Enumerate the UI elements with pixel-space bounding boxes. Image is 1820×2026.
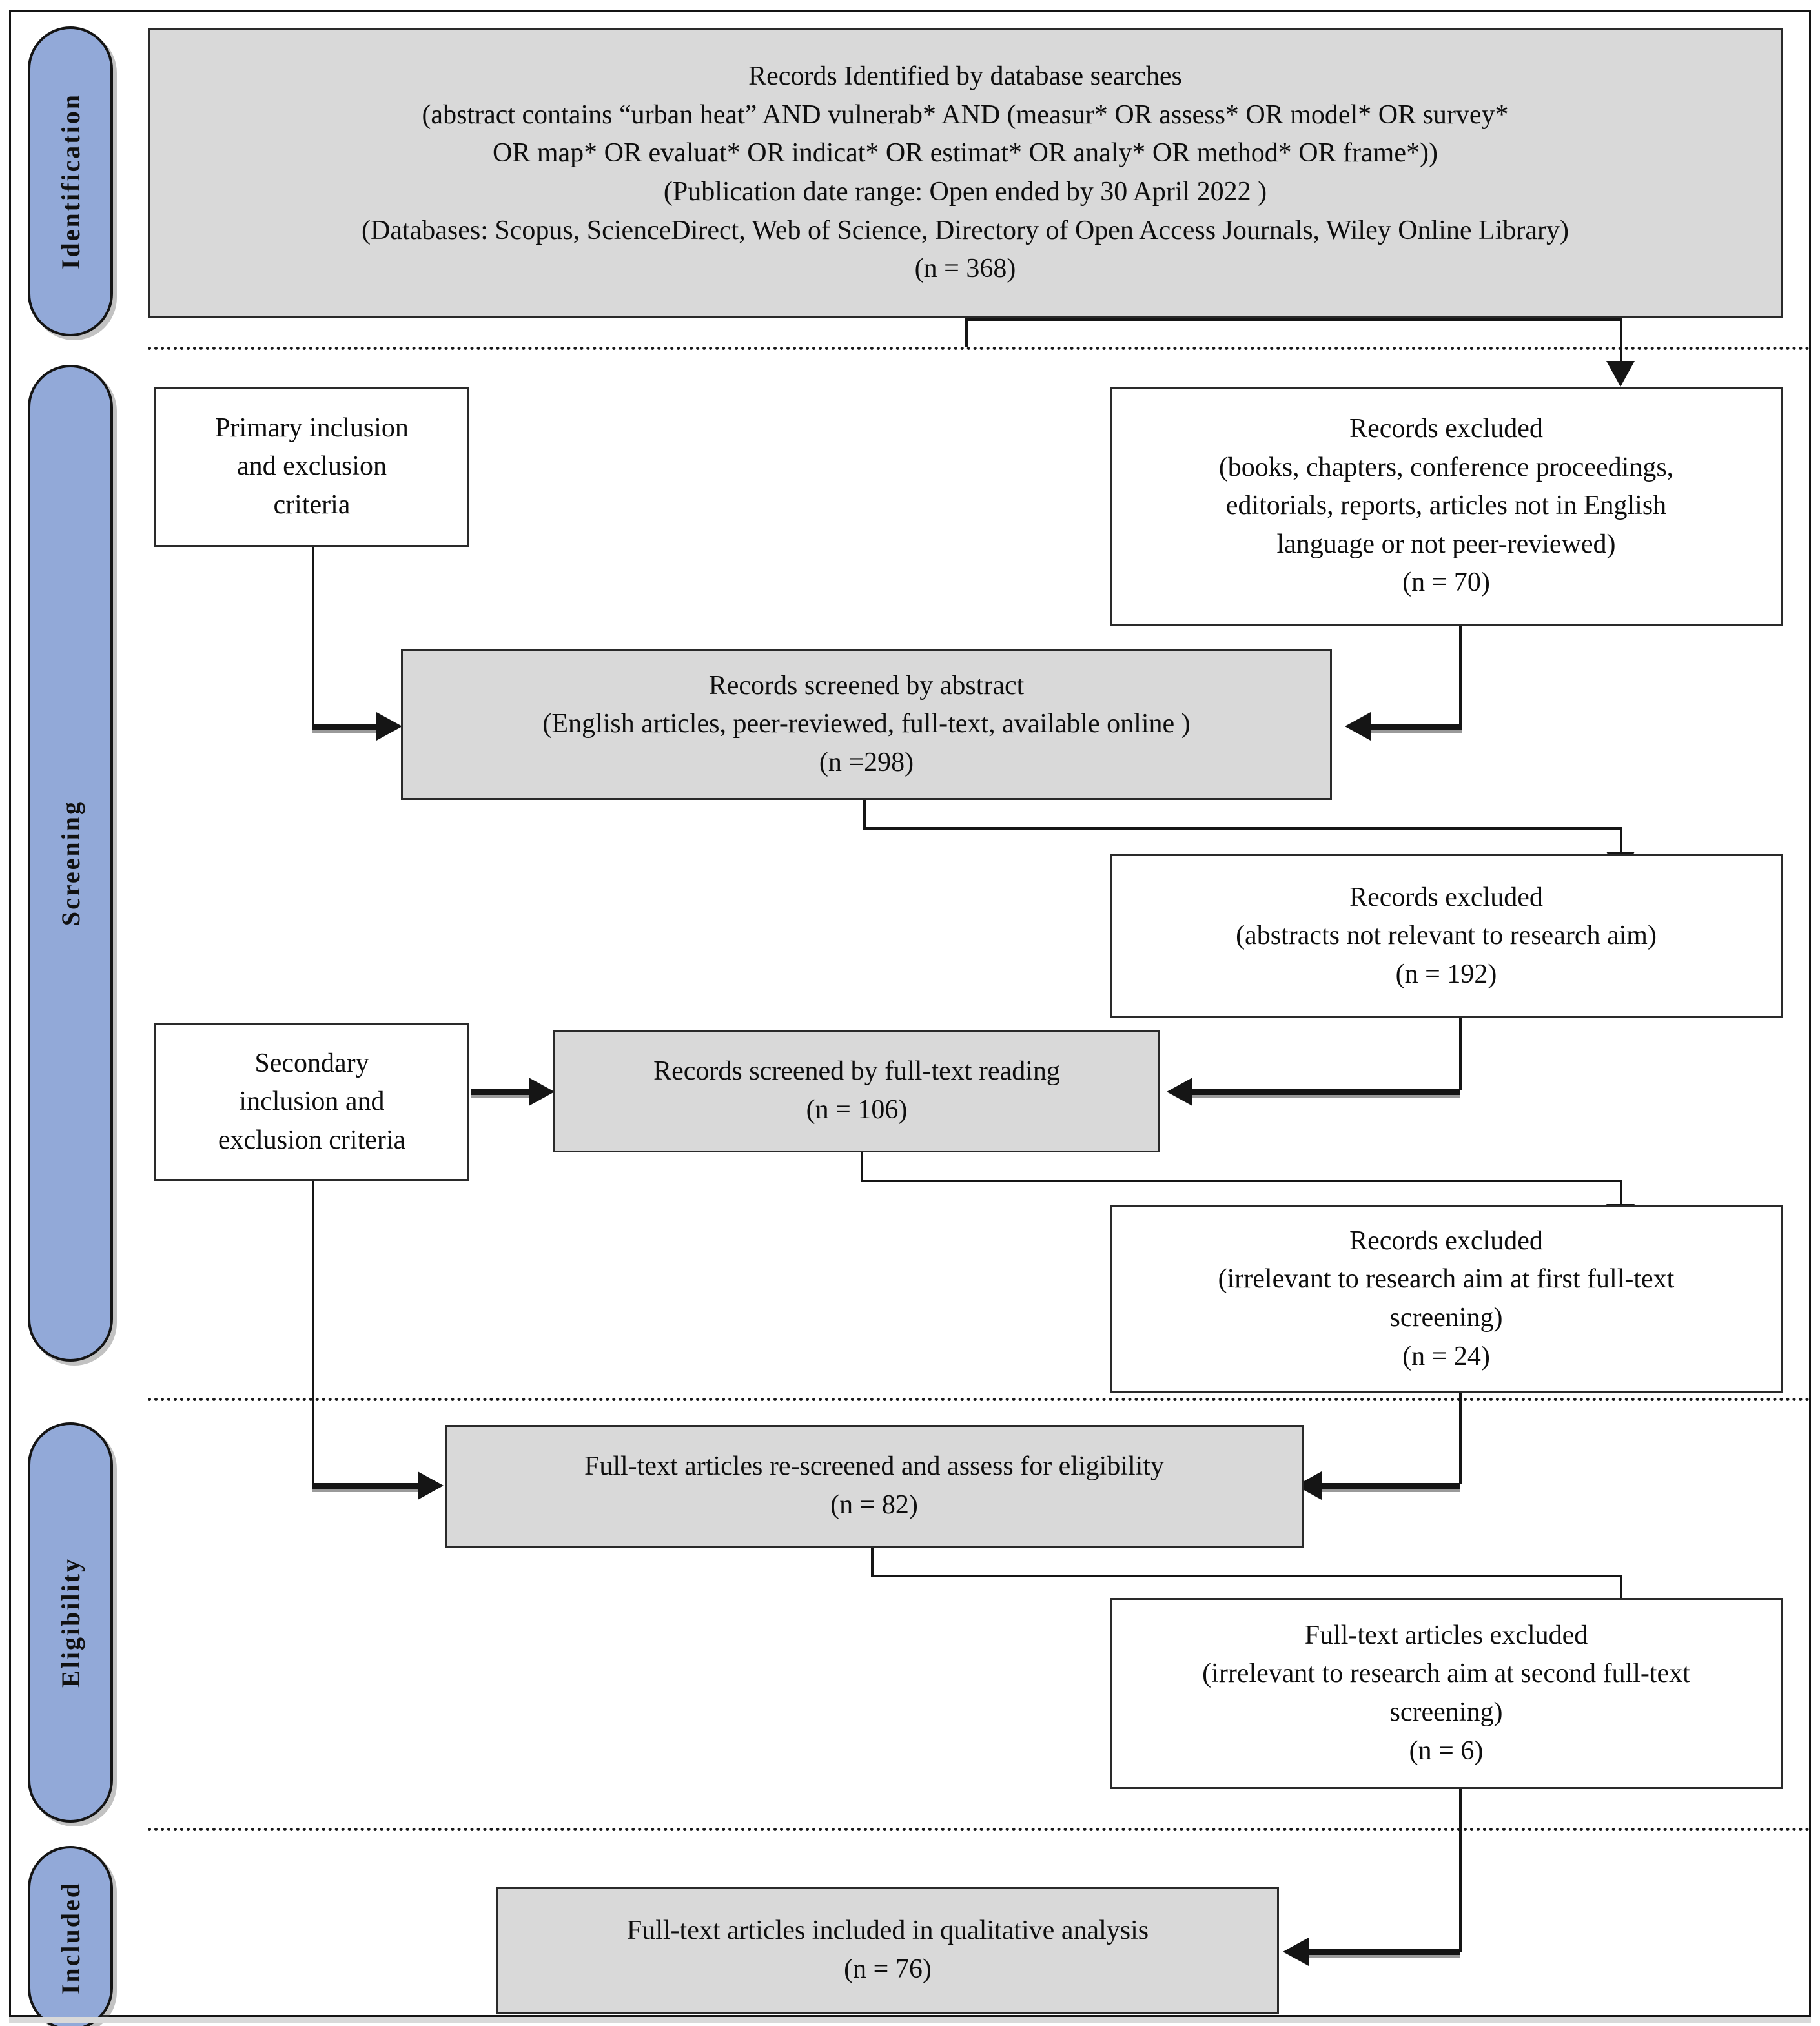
connector-secondary-right xyxy=(471,1089,533,1095)
box-included-final: Full-text articles included in qualitati… xyxy=(492,1883,1283,2018)
box-secondary-criteria: Secondary inclusion and exclusion criter… xyxy=(150,1019,474,1185)
connector-rescreened-right xyxy=(871,1575,1621,1577)
box-line: Records excluded xyxy=(1349,882,1543,912)
connector-excluded1-down xyxy=(1459,626,1462,726)
connector-to-excluded3 xyxy=(1620,1180,1622,1220)
connector-identified-down xyxy=(965,318,968,347)
box-line: (abstracts not relevant to research aim) xyxy=(1236,921,1657,951)
box-count: (n =298) xyxy=(819,747,914,777)
box-line: and exclusion xyxy=(236,451,387,482)
connector-fulltext-down xyxy=(861,1152,863,1181)
box-count: (n = 368) xyxy=(914,254,1016,284)
box-line: (books, chapters, conference proceedings… xyxy=(1218,452,1674,482)
box-count: (n = 6) xyxy=(1409,1735,1484,1766)
connector-excluded4-down xyxy=(1459,1789,1462,1952)
box-fulltext-excluded: Full-text articles excluded (irrelevant … xyxy=(1105,1593,1787,1794)
box-line: (abstract contains “urban heat” AND vuln… xyxy=(422,99,1509,130)
box-line: Full-text articles included in qualitati… xyxy=(626,1916,1149,1946)
connector-secondary-long-down xyxy=(312,1181,314,1486)
connector-to-excluded4 xyxy=(1620,1575,1622,1613)
connector-excluded2-down xyxy=(1459,1018,1462,1090)
connector-secondary-to-rescreened xyxy=(312,1483,422,1489)
arrowhead-secondary-to-fulltext xyxy=(529,1078,555,1106)
box-line: Secondary xyxy=(254,1048,369,1078)
connector-excluded2-left xyxy=(1192,1089,1460,1095)
box-records-excluded-3: Records excluded (irrelevant to research… xyxy=(1105,1201,1787,1397)
connector-excluded1-left xyxy=(1371,724,1462,730)
stage-label-included: Included xyxy=(56,1881,85,1995)
connector-excluded3-down xyxy=(1459,1393,1462,1484)
box-count: (n = 82) xyxy=(830,1490,918,1520)
stage-label-eligibility: Eligibility xyxy=(56,1557,85,1688)
stage-label-identification: Identification xyxy=(56,93,85,270)
box-count: (n = 192) xyxy=(1395,959,1497,989)
box-line: Records Identified by database searches xyxy=(748,61,1182,92)
arrowhead-excluded1-to-screened xyxy=(1345,712,1371,741)
separator-screening-eligibility xyxy=(148,1398,1810,1401)
box-line: (English articles, peer-reviewed, full-t… xyxy=(542,709,1191,739)
arrowhead-primary-to-screened xyxy=(376,712,402,741)
box-line: editorials, reports, articles not in Eng… xyxy=(1225,491,1667,521)
box-line: screening) xyxy=(1389,1303,1503,1333)
box-records-excluded-2: Records excluded (abstracts not relevant… xyxy=(1105,850,1787,1023)
connector-excluded3-left xyxy=(1322,1483,1460,1489)
box-count: (n = 76) xyxy=(844,1954,932,1984)
connector-identified-right xyxy=(965,318,1621,321)
box-line: Full-text articles re-screened and asses… xyxy=(584,1451,1165,1482)
box-line: Records excluded xyxy=(1349,413,1543,444)
connector-screened-right xyxy=(863,827,1621,830)
box-records-identified: Records Identified by database searches … xyxy=(143,23,1787,323)
separator-identification-screening xyxy=(148,347,1810,350)
box-count: (n = 24) xyxy=(1402,1341,1490,1371)
arrowhead-to-included xyxy=(1283,1938,1309,1966)
arrowhead-secondary-to-rescreened xyxy=(418,1471,444,1500)
box-count: (n = 106) xyxy=(806,1095,908,1125)
box-line: inclusion and xyxy=(239,1087,385,1117)
connector-to-excluded2 xyxy=(1620,827,1622,868)
box-count: (n = 70) xyxy=(1402,568,1490,598)
box-line: OR map* OR evaluat* OR indicat* OR estim… xyxy=(493,138,1438,169)
box-rescreened-eligibility: Full-text articles re-screened and asses… xyxy=(440,1420,1308,1552)
box-line: criteria xyxy=(273,489,351,520)
box-screened-by-fulltext: Records screened by full-text reading (n… xyxy=(549,1025,1165,1157)
box-line: Full-text articles excluded xyxy=(1304,1620,1588,1650)
box-line: Records excluded xyxy=(1349,1225,1543,1256)
figure-frame: Identification Screening Eligibility Inc… xyxy=(9,10,1811,2026)
stage-pill-screening: Screening xyxy=(28,365,113,1362)
connector-excluded4-left xyxy=(1309,1949,1460,1955)
arrowhead-excluded2-to-fulltext xyxy=(1167,1078,1192,1106)
stage-label-screening: Screening xyxy=(56,800,85,926)
connector-fulltext-right xyxy=(861,1180,1621,1182)
connector-screened-down xyxy=(863,800,866,828)
box-line: (irrelevant to research aim at first ful… xyxy=(1218,1264,1675,1294)
box-line: Records screened by abstract xyxy=(708,670,1025,701)
stage-pill-included: Included xyxy=(28,1846,113,2026)
box-line: (Publication date range: Open ended by 3… xyxy=(663,177,1267,207)
box-primary-criteria: Primary inclusion and exclusion criteria xyxy=(150,382,474,551)
stage-pill-identification: Identification xyxy=(28,26,113,336)
connector-to-excluded1 xyxy=(1620,318,1622,379)
box-line: Primary inclusion xyxy=(215,413,409,443)
separator-eligibility-included xyxy=(148,1828,1810,1831)
box-line: screening) xyxy=(1389,1697,1503,1727)
connector-rescreened-down xyxy=(871,1548,874,1576)
arrowhead-to-excluded1 xyxy=(1606,361,1635,387)
box-screened-by-abstract: Records screened by abstract (English ar… xyxy=(396,644,1336,804)
box-line: language or not peer-reviewed) xyxy=(1276,529,1616,559)
stage-pill-eligibility: Eligibility xyxy=(28,1422,113,1823)
box-records-excluded-1: Records excluded (books, chapters, confe… xyxy=(1105,382,1787,630)
connector-primary-right xyxy=(312,724,380,730)
box-line: exclusion criteria xyxy=(218,1125,406,1155)
box-line: Records screened by full-text reading xyxy=(653,1056,1060,1087)
box-line: (Databases: Scopus, ScienceDirect, Web o… xyxy=(362,215,1569,245)
box-line: (irrelevant to research aim at second fu… xyxy=(1202,1659,1690,1689)
connector-primary-down xyxy=(312,547,314,726)
